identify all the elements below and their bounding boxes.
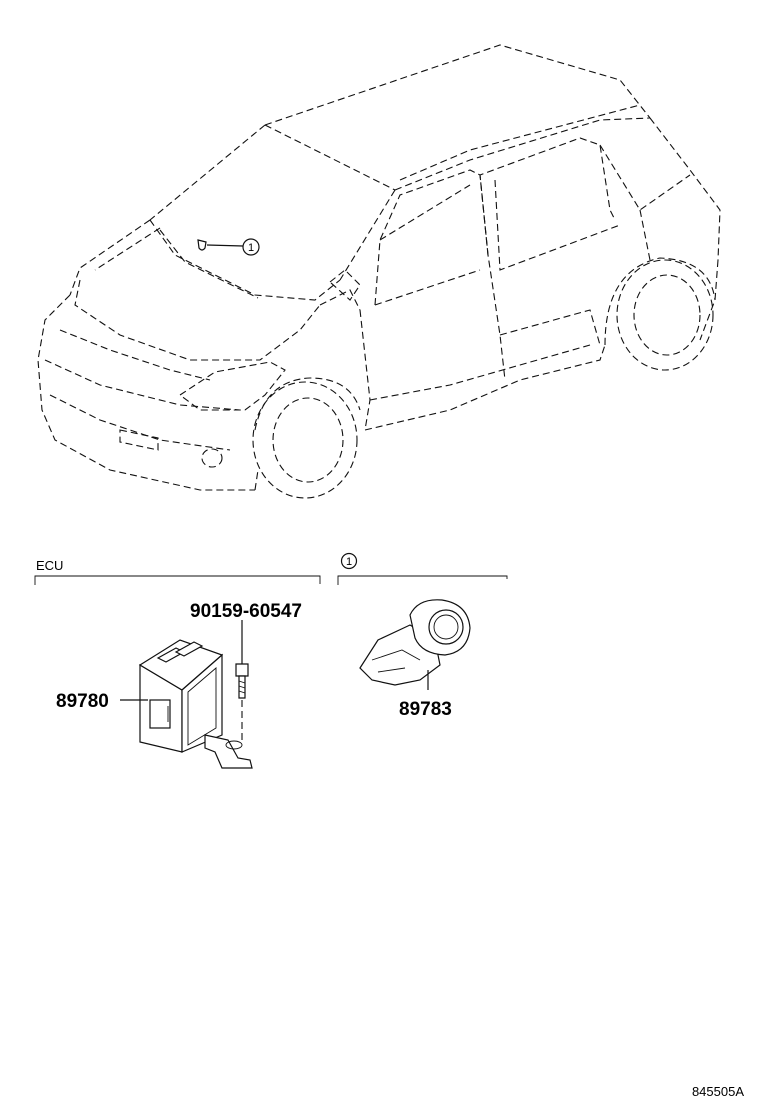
section-ecu-label: ECU	[36, 558, 63, 573]
ecu-unit-drawing	[138, 639, 253, 769]
part-number-sensor: 89783	[399, 699, 452, 720]
bolt-drawing	[235, 620, 249, 740]
vehicle-illustration	[37, 44, 721, 499]
section-callout-circle	[340, 552, 358, 570]
rain-sensor-drawing	[359, 599, 471, 690]
windshield-sensor-callout: 1	[197, 238, 260, 256]
part-number-bolt: 90159-60547	[190, 601, 302, 622]
diagram-code: 845505A	[692, 1084, 744, 1099]
section-callout: 1	[337, 552, 508, 585]
callout-circle	[242, 238, 260, 256]
part-number-ecu: 89780	[56, 691, 109, 712]
callout-number: 1	[248, 242, 254, 254]
section-ecu: ECU	[34, 558, 321, 585]
section-callout-number: 1	[346, 556, 352, 568]
